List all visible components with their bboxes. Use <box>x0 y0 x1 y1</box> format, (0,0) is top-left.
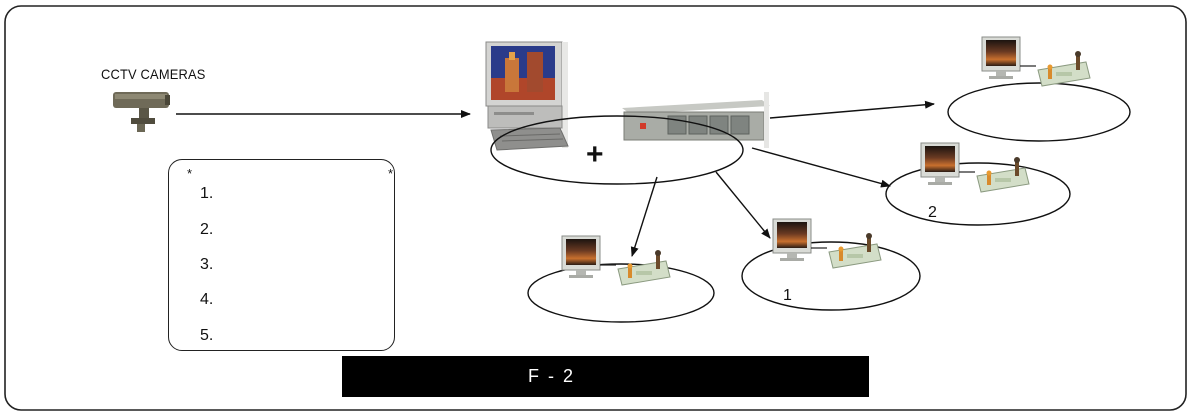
arrow-to-workstation-top <box>769 100 935 119</box>
plus-sign: + <box>586 138 604 171</box>
workstation-2-label: 2 <box>928 204 937 221</box>
workstation-top-icon <box>981 36 1091 87</box>
cctv-camera-icon <box>113 92 170 132</box>
workstation-2-icon <box>920 142 1030 193</box>
diagram-frame <box>4 5 1187 411</box>
notes-item-3: 3. <box>200 256 214 273</box>
notes-item-1: 1. <box>200 185 214 202</box>
workstation-1-label: 1 <box>783 287 792 304</box>
workstation-top-outline <box>947 82 1131 142</box>
notes-item-5: 5. <box>200 327 214 344</box>
workstation-2-outline <box>885 162 1071 226</box>
control-station-outline <box>490 115 744 185</box>
notes-star-left: * <box>187 166 193 181</box>
arrow-to-workstation-1 <box>715 171 771 239</box>
figure-label: F - 2 <box>527 366 575 386</box>
arrow-to-workstation-2 <box>751 147 891 188</box>
workstation-1-outline <box>741 241 921 311</box>
workstation-left-icon <box>561 235 671 286</box>
workstation-left-outline <box>527 263 715 323</box>
notes-star-right: * <box>388 166 394 181</box>
cctv-cameras-label: CCTV CAMERAS <box>101 66 206 82</box>
workstation-1-icon <box>772 218 882 269</box>
arrow-to-workstation-left <box>630 176 658 257</box>
matrix-switcher-icon <box>622 92 770 148</box>
control-pc-icon <box>485 41 569 151</box>
notes-item-4: 4. <box>200 291 214 308</box>
notes-item-2: 2. <box>200 221 214 238</box>
figure-caption-bar: F - 2 <box>342 356 869 397</box>
notes-box: * * 1. 2. 3. 4. 5. <box>168 159 395 351</box>
